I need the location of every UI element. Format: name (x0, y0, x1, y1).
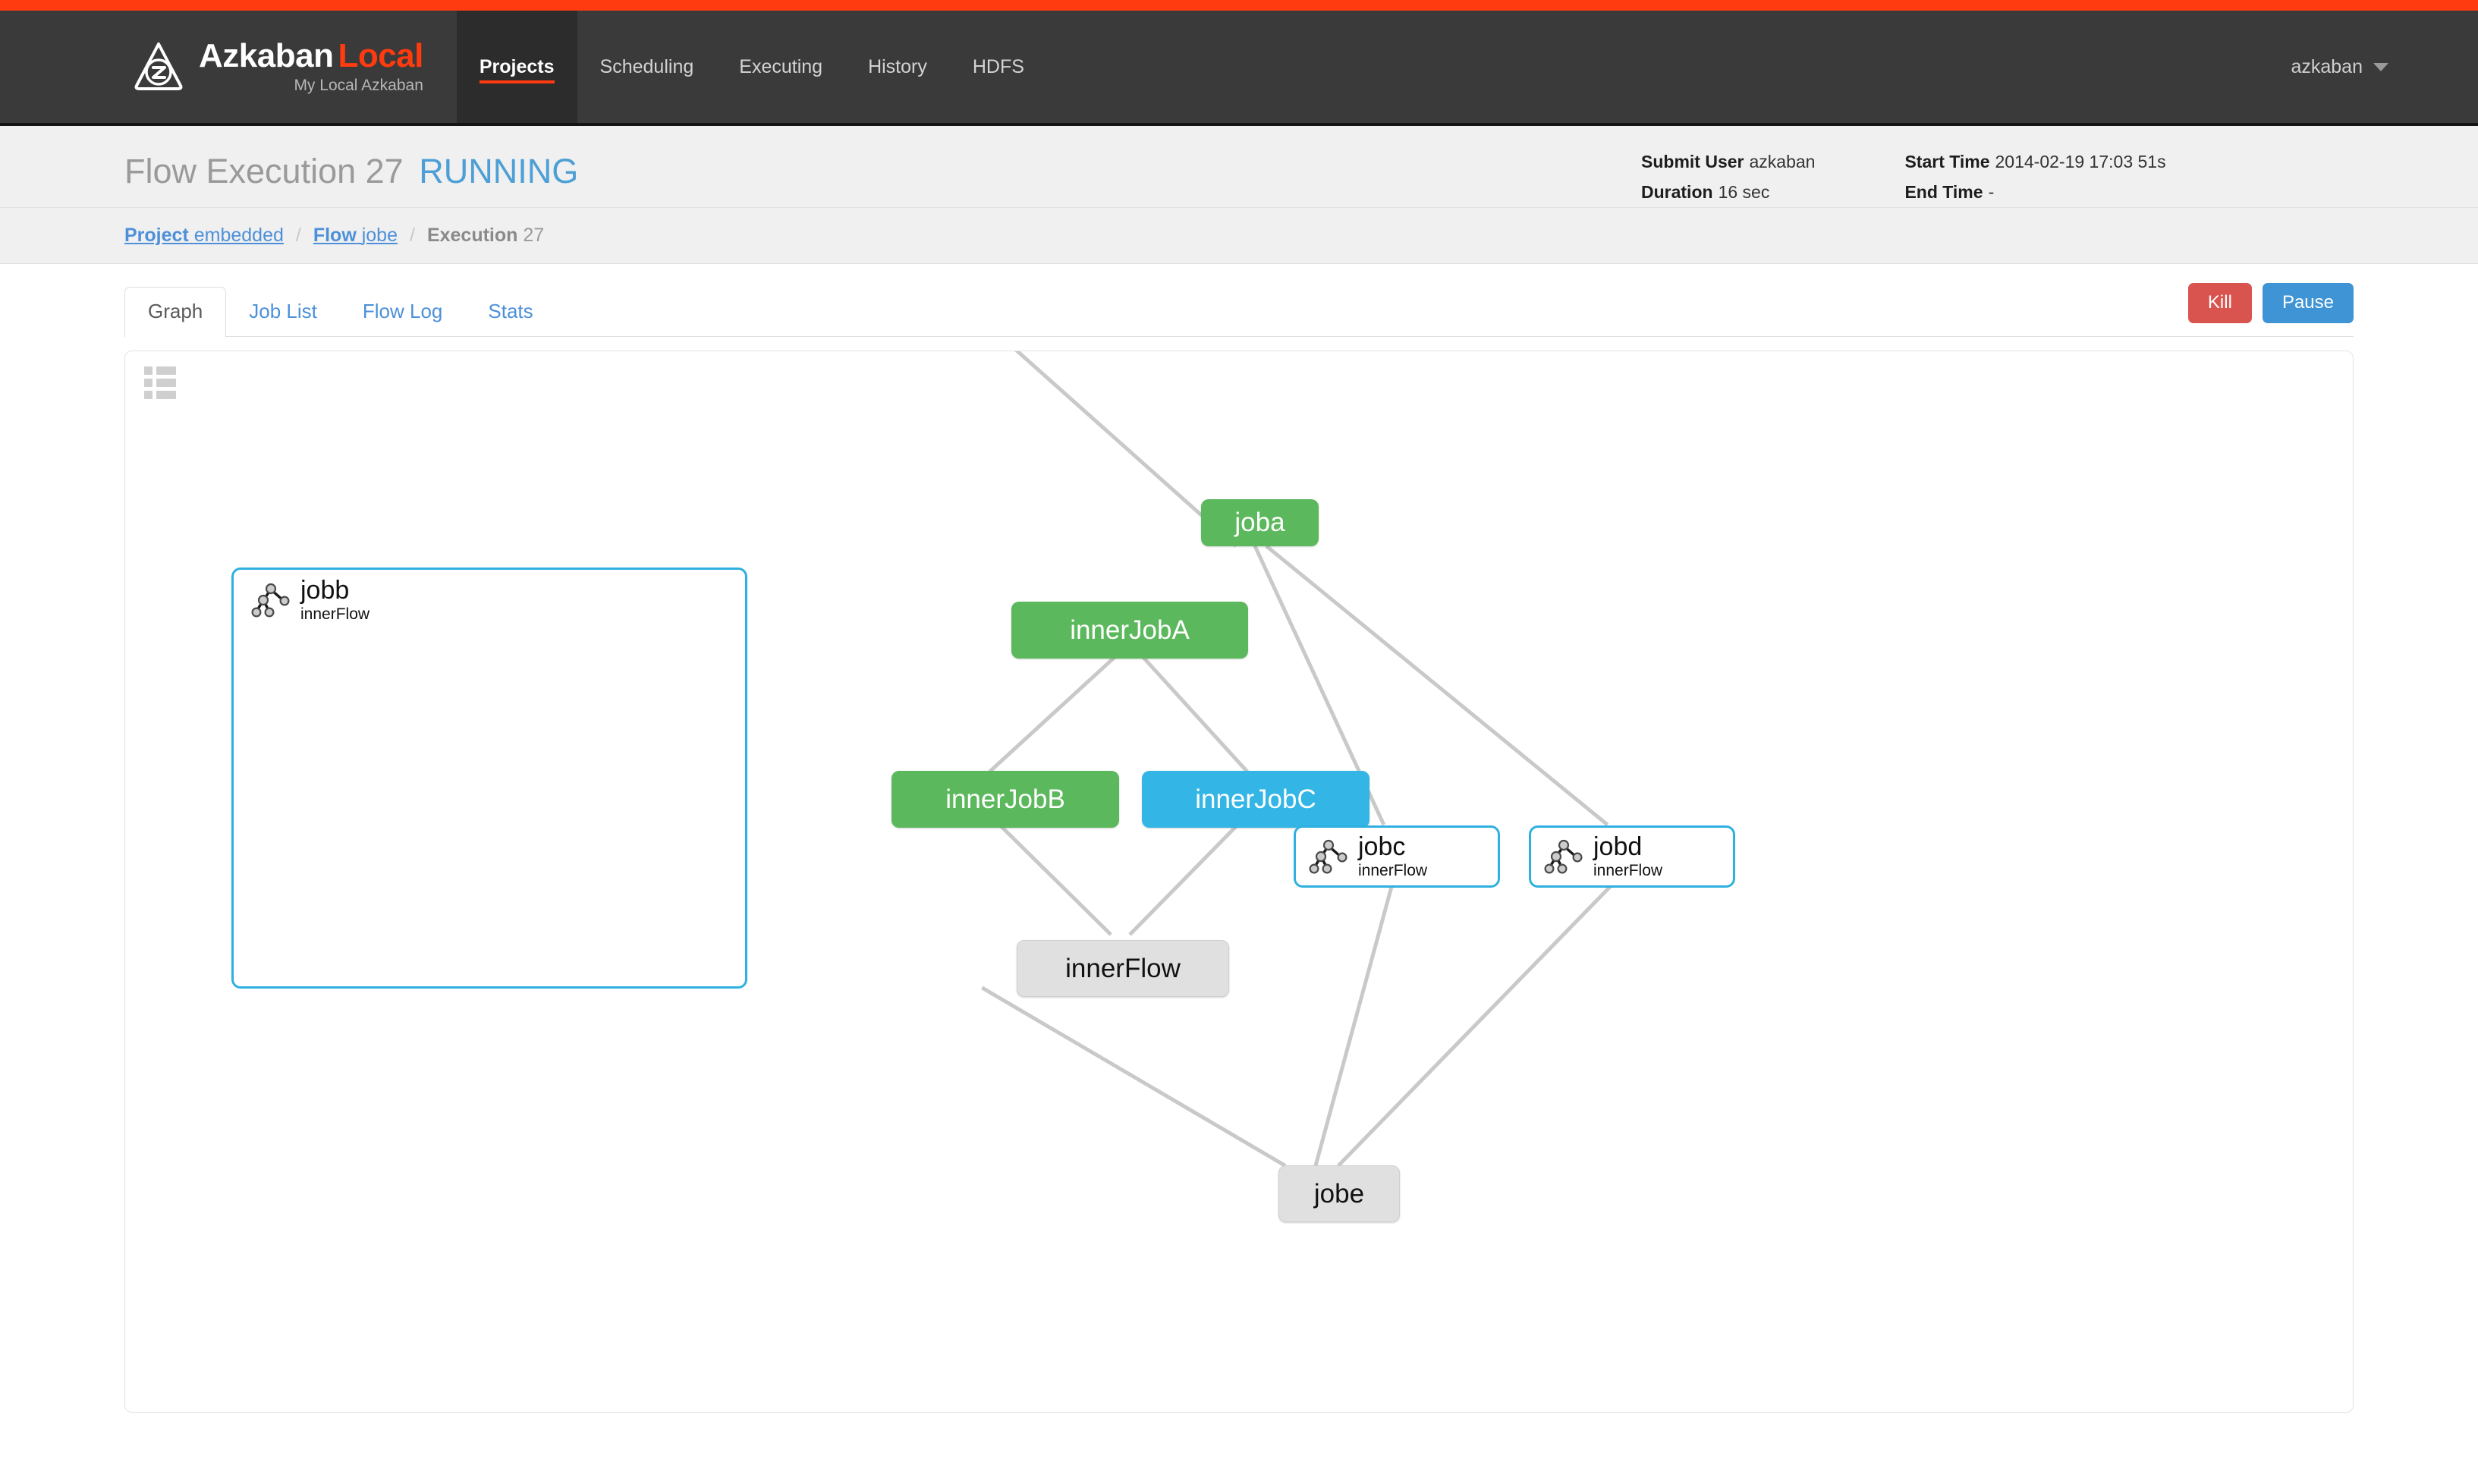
execution-header: Flow Execution 27 RUNNING Submit User azk… (0, 126, 2478, 208)
graph-node-innerjobb-label: innerJobB (945, 784, 1065, 814)
graph-flow-node-jobc-labels: jobc innerFlow (1358, 834, 1427, 879)
breadcrumb: Project embedded / Flow jobe / Execution… (0, 208, 2478, 264)
breadcrumb-project-value: embedded (193, 225, 284, 246)
end-time-row: End Time- (1904, 178, 2165, 208)
graph-node-innerflow[interactable]: innerFlow (1017, 940, 1229, 997)
graph-flow-node-jobc[interactable]: jobc innerFlow (1294, 825, 1500, 888)
kill-button[interactable]: Kill (2187, 283, 2252, 323)
start-time-value: 2014-02-19 17:03 51s (1995, 152, 2166, 171)
graph-flow-box-jobb-name: jobb (300, 576, 350, 605)
start-time-row: Start Time 2014-02-19 17:03 51s (1904, 147, 2165, 178)
graph-flow-node-jobd[interactable]: jobd innerFlow (1529, 825, 1735, 888)
graph-node-joba[interactable]: joba (1201, 499, 1319, 546)
flow-tree-icon (1544, 839, 1583, 874)
page-title-prefix: Flow Execution (124, 152, 357, 190)
breadcrumb-separator-1: / (295, 225, 301, 246)
nav-item-projects[interactable]: Projects (456, 11, 577, 123)
graph-node-innerjoba[interactable]: innerJobA (1011, 602, 1248, 659)
nav-item-executing[interactable]: Executing (739, 55, 823, 77)
execution-meta-right: Start Time 2014-02-19 17:03 51s End Time- (1904, 147, 2165, 207)
page-title: Flow Execution 27 RUNNING (124, 152, 578, 191)
breadcrumb-project-link[interactable]: Project embedded (124, 225, 284, 247)
graph-panel: joba (124, 351, 2354, 1413)
status-badge: RUNNING (419, 152, 579, 190)
breadcrumb-flow-value: jobe (361, 225, 398, 246)
page-title-exec-id: 27 (365, 152, 404, 190)
tab-job-list[interactable]: Job List (249, 300, 317, 322)
breadcrumb-project-label: Project (124, 225, 189, 246)
submit-user-label: Submit User (1641, 152, 1744, 171)
user-menu[interactable]: azkaban (2291, 11, 2388, 123)
breadcrumb-execution-label: Execution (426, 225, 518, 246)
top-accent-strip (0, 0, 2478, 11)
graph-flow-node-jobc-sub: innerFlow (1358, 861, 1428, 879)
graph-node-innerjobb[interactable]: innerJobB (892, 771, 1119, 828)
breadcrumb-flow-label: Flow (313, 225, 357, 246)
end-time-value: - (1988, 181, 1995, 202)
graph-node-jobe-label: jobe (1313, 1178, 1365, 1209)
tab-graph[interactable]: Graph (124, 287, 227, 338)
brand-subtitle: My Local Azkaban (294, 77, 423, 95)
end-time-label: End Time (1904, 181, 1983, 202)
breadcrumb-flow-link[interactable]: Flow jobe (313, 225, 398, 247)
breadcrumb-execution-current: Execution 27 (427, 225, 544, 247)
submit-user-value: azkaban (1749, 152, 1816, 171)
tab-flow-log[interactable]: Flow Log (362, 300, 443, 322)
graph-node-innerjobc[interactable]: innerJobC (1142, 771, 1370, 828)
azkaban-triangle-z-logo-icon (134, 42, 183, 90)
duration-label: Duration (1641, 181, 1713, 202)
graph-flow-box-jobb[interactable]: jobb innerFlow (231, 568, 747, 989)
graph-node-joba-label: joba (1234, 508, 1285, 537)
graph-flow-node-jobd-sub: innerFlow (1593, 861, 1663, 879)
graph-flow-node-jobd-name: jobd (1593, 832, 1643, 861)
breadcrumb-separator-2: / (409, 225, 415, 246)
graph-node-innerjoba-label: innerJobA (1070, 615, 1190, 645)
graph-flow-node-jobc-name: jobc (1358, 832, 1406, 861)
nav-items: Projects Scheduling Executing History HD… (456, 11, 1047, 123)
graph-node-jobe[interactable]: jobe (1278, 1165, 1400, 1222)
graph-canvas[interactable]: joba (125, 351, 2353, 1412)
list-view-icon[interactable] (144, 366, 178, 399)
nav-item-scheduling[interactable]: Scheduling (599, 55, 694, 77)
graph-flow-node-jobd-labels: jobd innerFlow (1593, 834, 1662, 879)
user-menu-label: azkaban (2291, 55, 2363, 77)
chevron-down-icon (2373, 62, 2388, 71)
graph-flow-box-jobb-header[interactable]: jobb innerFlow (250, 577, 369, 623)
breadcrumb-execution-value: 27 (523, 225, 545, 246)
submit-user-row: Submit User azkaban (1641, 147, 1815, 178)
flow-tree-icon (251, 583, 290, 618)
graph-node-innerflow-label: innerFlow (1065, 953, 1181, 983)
nav-item-hdfs[interactable]: HDFS (972, 55, 1024, 77)
pause-button[interactable]: Pause (2262, 283, 2354, 323)
tab-actions: Kill Pause (2187, 283, 2354, 323)
tabs-row: Graph Job List Flow Log Stats Kill Pause (0, 264, 2478, 338)
start-time-label: Start Time (1904, 152, 1990, 171)
graph-flow-box-jobb-labels: jobb innerFlow (300, 577, 369, 623)
graph-node-innerjobc-label: innerJobC (1195, 784, 1316, 814)
graph-flow-box-jobb-sub: innerFlow (300, 605, 370, 623)
brand-name: Azkaban (199, 36, 334, 74)
flow-tree-icon (1309, 839, 1347, 874)
duration-value: 16 sec (1718, 181, 1770, 202)
tab-stats[interactable]: Stats (488, 300, 533, 322)
nav-item-history[interactable]: History (868, 55, 927, 77)
brand-suffix: Local (338, 36, 423, 74)
